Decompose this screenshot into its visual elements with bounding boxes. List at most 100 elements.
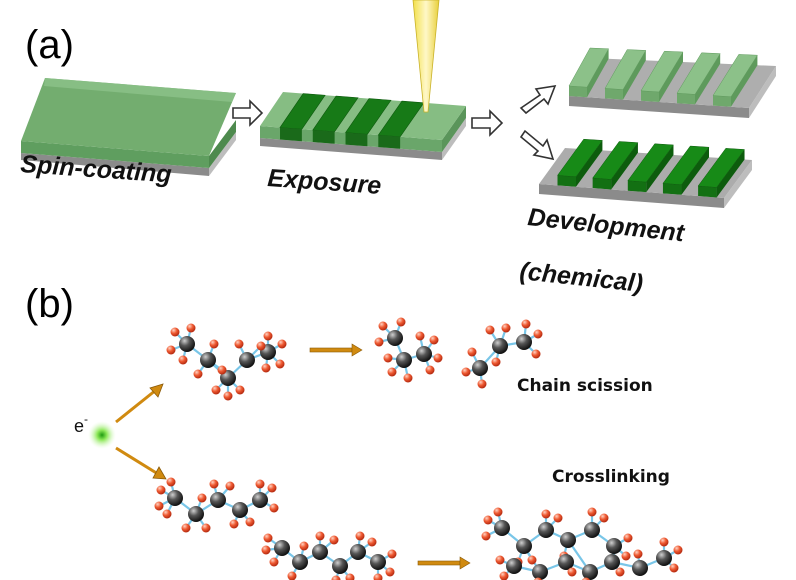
hydrogen-atom bbox=[461, 367, 471, 377]
hydrogen-atom bbox=[261, 545, 271, 555]
hydrogen-atom bbox=[263, 533, 273, 543]
hydrogen-atom bbox=[477, 379, 487, 389]
carbon-atom bbox=[516, 334, 532, 350]
carbon-atom bbox=[292, 554, 308, 570]
carbon-atom bbox=[232, 502, 248, 518]
exposed-line-side bbox=[576, 140, 603, 187]
carbon-atom bbox=[370, 554, 386, 570]
exposed-line bbox=[592, 141, 639, 180]
hydrogen-atom bbox=[217, 365, 227, 375]
carbon-atom bbox=[494, 520, 510, 536]
scission-fragment-2 bbox=[461, 319, 543, 389]
carbon-atom bbox=[252, 492, 268, 508]
exposed-line bbox=[557, 138, 603, 178]
exposed-line bbox=[697, 148, 745, 188]
hydrogen-atom bbox=[483, 515, 493, 525]
carbon-atom bbox=[274, 540, 290, 556]
resist-line bbox=[676, 52, 721, 95]
carbon-atom bbox=[582, 564, 598, 580]
resist-line-side bbox=[731, 55, 758, 107]
hydrogen-atom bbox=[234, 339, 244, 349]
hydrogen-atom bbox=[225, 481, 235, 491]
carbon-atom bbox=[472, 360, 488, 376]
electron-icon bbox=[88, 421, 116, 449]
hydrogen-atom bbox=[235, 385, 245, 395]
hydrogen-atom bbox=[162, 509, 172, 519]
carbon-atom bbox=[632, 560, 648, 576]
resist-line-side bbox=[659, 52, 683, 102]
hydrogen-atom bbox=[491, 357, 501, 367]
branch-down-arrow-icon bbox=[519, 129, 555, 161]
hydrogen-atom bbox=[197, 493, 207, 503]
hydrogen-atom bbox=[193, 369, 203, 379]
crosslinking-label: Crosslinking bbox=[552, 467, 670, 487]
spin-coated-wafer bbox=[21, 78, 236, 176]
carbon-atom bbox=[506, 558, 522, 574]
carbon-atom bbox=[396, 352, 412, 368]
hydrogen-atom bbox=[255, 479, 265, 489]
exposed-line-front bbox=[592, 178, 612, 190]
hydrogen-atom bbox=[223, 391, 233, 401]
carbon-atom bbox=[492, 338, 508, 354]
resist-line bbox=[640, 50, 684, 93]
hydrogen-atom bbox=[495, 555, 505, 565]
carbon-atom bbox=[179, 336, 195, 352]
carbon-atom bbox=[656, 550, 672, 566]
carbon-atom bbox=[416, 346, 432, 362]
hydrogen-atom bbox=[385, 567, 395, 577]
hydrogen-atom bbox=[367, 537, 377, 547]
hydrogen-atom bbox=[267, 483, 277, 493]
remaining-resist-lines bbox=[568, 47, 758, 107]
hydrogen-atom bbox=[659, 537, 669, 547]
resist-line-side bbox=[695, 53, 721, 105]
resist-line-front bbox=[713, 95, 731, 107]
panel-b-label: (b) bbox=[25, 282, 74, 326]
hydrogen-atom bbox=[429, 335, 439, 345]
exposed-line-front bbox=[662, 183, 682, 195]
exposed-line bbox=[662, 145, 710, 186]
hydrogen-atom bbox=[541, 509, 551, 519]
hydrogen-atom bbox=[387, 367, 397, 377]
exposed-stripe-side bbox=[378, 135, 401, 149]
hydrogen-atom bbox=[178, 355, 188, 365]
hydrogen-atom bbox=[229, 519, 239, 529]
hydrogen-atom bbox=[415, 331, 425, 341]
exposed-line bbox=[627, 143, 674, 183]
exposed-line-side bbox=[646, 144, 674, 193]
hydrogen-atom bbox=[599, 513, 609, 523]
hydrogen-atom bbox=[261, 363, 271, 373]
hydrogen-atom bbox=[533, 329, 543, 339]
hydrogen-atom bbox=[299, 541, 309, 551]
exposed-line-side bbox=[716, 149, 745, 198]
hydrogen-atom bbox=[633, 549, 643, 559]
scission-fragment-1 bbox=[374, 317, 443, 383]
exposed-stripe-side bbox=[312, 130, 335, 144]
crosslink-reaction-arrow-icon bbox=[417, 556, 471, 570]
hydrogen-atom bbox=[201, 523, 211, 533]
resist-line-front bbox=[677, 93, 695, 105]
hydrogen-atom bbox=[533, 577, 543, 580]
hydrogen-atom bbox=[181, 523, 191, 533]
crosslink-path-arrow-icon bbox=[115, 446, 167, 480]
hydrogen-atom bbox=[329, 535, 339, 545]
hydrogen-atom bbox=[501, 323, 511, 333]
hydrogen-atom bbox=[396, 317, 406, 327]
carbon-atom bbox=[516, 538, 532, 554]
carbon-atom bbox=[332, 558, 348, 574]
resist-line bbox=[712, 54, 758, 98]
hydrogen-atom bbox=[669, 563, 679, 573]
resist-line-front bbox=[569, 86, 587, 98]
hydrogen-atom bbox=[433, 353, 443, 363]
hydrogen-atom bbox=[256, 341, 266, 351]
hydrogen-atom bbox=[211, 385, 221, 395]
carbon-atom bbox=[167, 490, 183, 506]
hydrogen-atom bbox=[378, 321, 388, 331]
hydrogen-atom bbox=[623, 533, 633, 543]
carbon-atom bbox=[606, 538, 622, 554]
branch-up-arrow-icon bbox=[519, 84, 557, 115]
hydrogen-atom bbox=[521, 319, 531, 329]
hydrogen-atom bbox=[481, 531, 491, 541]
hydrogen-atom bbox=[245, 517, 255, 527]
hydrogen-atom bbox=[673, 545, 683, 555]
electron-label: e- bbox=[74, 412, 88, 436]
